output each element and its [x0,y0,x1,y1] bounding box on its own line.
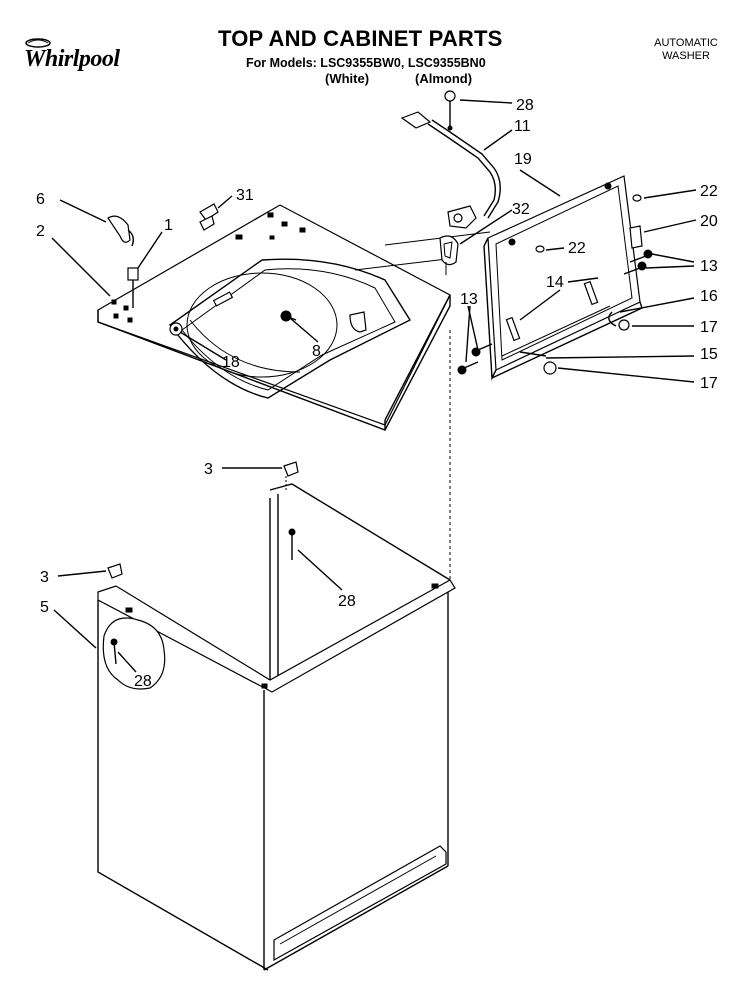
part-16 [608,311,617,327]
cutaway-28 [102,617,166,690]
whirlpool-logo [14,36,146,78]
part-20 [629,225,643,249]
clip-3-upper [283,461,299,477]
screw-28-top [444,90,456,131]
product-type-line2: WASHER [662,50,710,62]
variant-white: (White) [325,71,370,86]
callout-3-upper: 3 [204,461,213,478]
callout-6: 6 [36,191,45,208]
callout-20: 20 [700,213,718,230]
callout-31: 31 [236,187,254,204]
callout-28-bottom: 28 [134,673,152,690]
switch-actuator-32 [439,235,459,275]
screws-13-left [457,343,493,375]
page-title: TOP AND CABINET PARTS [218,26,503,51]
model-numbers: For Models: LSC9355BW0, LSC9355BN0 [246,56,486,70]
washer-lid [483,175,643,381]
callout-28-mid: 28 [338,593,356,610]
bumper-17-upper [618,319,630,331]
part-15 [519,351,547,357]
callout-32: 32 [512,201,530,218]
callout-13-right: 13 [700,258,718,275]
clip-3-lower [107,563,123,579]
clip-31 [199,203,219,231]
part-6 [107,215,135,247]
callout-2: 2 [36,223,45,240]
product-type-line1: AUTOMATIC [654,37,718,49]
bumper-18 [169,322,183,336]
bumper-22-mid [535,245,545,253]
washer-top-panel [97,204,491,432]
variant-almond: (Almond) [415,71,473,86]
callout-3-lower: 3 [40,569,49,586]
product-type: AUTOMATIC WASHER [646,37,726,63]
callout-16: 16 [700,288,718,305]
part-1 [127,267,139,308]
callout-11: 11 [514,118,531,135]
callout-8: 8 [312,343,321,360]
callout-28-top: 28 [516,97,534,114]
callout-19: 19 [514,151,532,168]
washer-cabinet [97,330,456,971]
screws-13-right [623,249,653,275]
callout-22-right: 22 [700,183,718,200]
leader-lines [51,99,697,673]
screw-28-mid [288,528,296,560]
screw-8 [280,310,297,322]
screw-28-bottom [110,638,118,665]
wire-harness-11 [400,111,501,229]
callout-numbers: 28 11 19 22 20 6 31 32 1 2 22 13 14 16 1… [36,97,718,690]
brand-name: Whirlpool [24,46,120,72]
callout-17-lower: 17 [700,375,718,392]
callout-14: 14 [546,274,564,291]
callout-5: 5 [40,599,49,616]
bumper-17-lower [543,361,557,375]
bumper-22-right [632,194,642,202]
callout-13-left: 13 [460,291,478,308]
callout-17-upper: 17 [700,319,718,336]
callout-18: 18 [222,354,240,371]
callout-15: 15 [700,346,718,363]
callout-22-mid: 22 [568,240,586,257]
callout-1: 1 [164,217,173,234]
